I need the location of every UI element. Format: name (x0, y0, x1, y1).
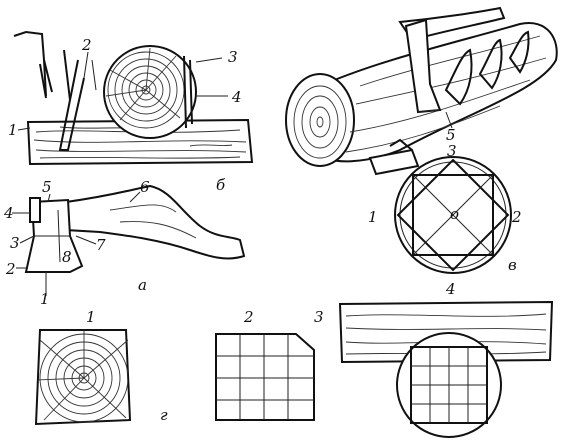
axe-in-log (398, 6, 506, 114)
caption-g: г (160, 406, 168, 424)
panel-g: 1 2 3 г (34, 300, 554, 438)
stage-1: 1 (34, 308, 132, 426)
circle-scheme: 3 1 2 4 о (368, 142, 522, 298)
label-g-3: 3 (314, 308, 324, 326)
label-v-center: о (450, 205, 459, 223)
label-v-4: 4 (445, 280, 456, 298)
label-b-3: 3 (228, 48, 238, 66)
label-a-3: 3 (10, 234, 20, 252)
label-a-5: 5 (42, 178, 52, 196)
stage-2: 2 (215, 308, 315, 421)
label-g-1: 1 (86, 308, 96, 326)
axe (24, 184, 246, 273)
caption-b: б (216, 176, 226, 194)
label-a-8: 8 (62, 248, 72, 266)
label-a-6: 6 (140, 178, 150, 196)
caption-v: в (508, 256, 517, 274)
label-b-4: 4 (231, 88, 242, 106)
caption-a: а (138, 276, 147, 294)
label-v-2: 2 (511, 208, 522, 226)
label-g-2: 2 (243, 308, 254, 326)
panel-v: 5 3 1 2 4 о в (285, 6, 558, 298)
panel-b: 1 2 3 4 б (8, 30, 254, 194)
label-b-1: 1 (8, 121, 18, 139)
label-b-2: 2 (81, 36, 92, 54)
label-a-1: 1 (40, 290, 50, 308)
label-v-5: 5 (446, 126, 456, 144)
beam (26, 118, 254, 166)
panel-a: 5 4 3 2 1 6 7 8 а (3, 178, 246, 308)
stage-3: 3 (314, 300, 554, 438)
label-v-1: 1 (368, 208, 378, 226)
label-v-3: 3 (447, 142, 457, 160)
log-end (103, 45, 197, 139)
label-a-7: 7 (96, 236, 106, 254)
label-a-4: 4 (3, 204, 14, 222)
label-a-2: 2 (5, 260, 16, 278)
plumb-hook (13, 30, 97, 151)
